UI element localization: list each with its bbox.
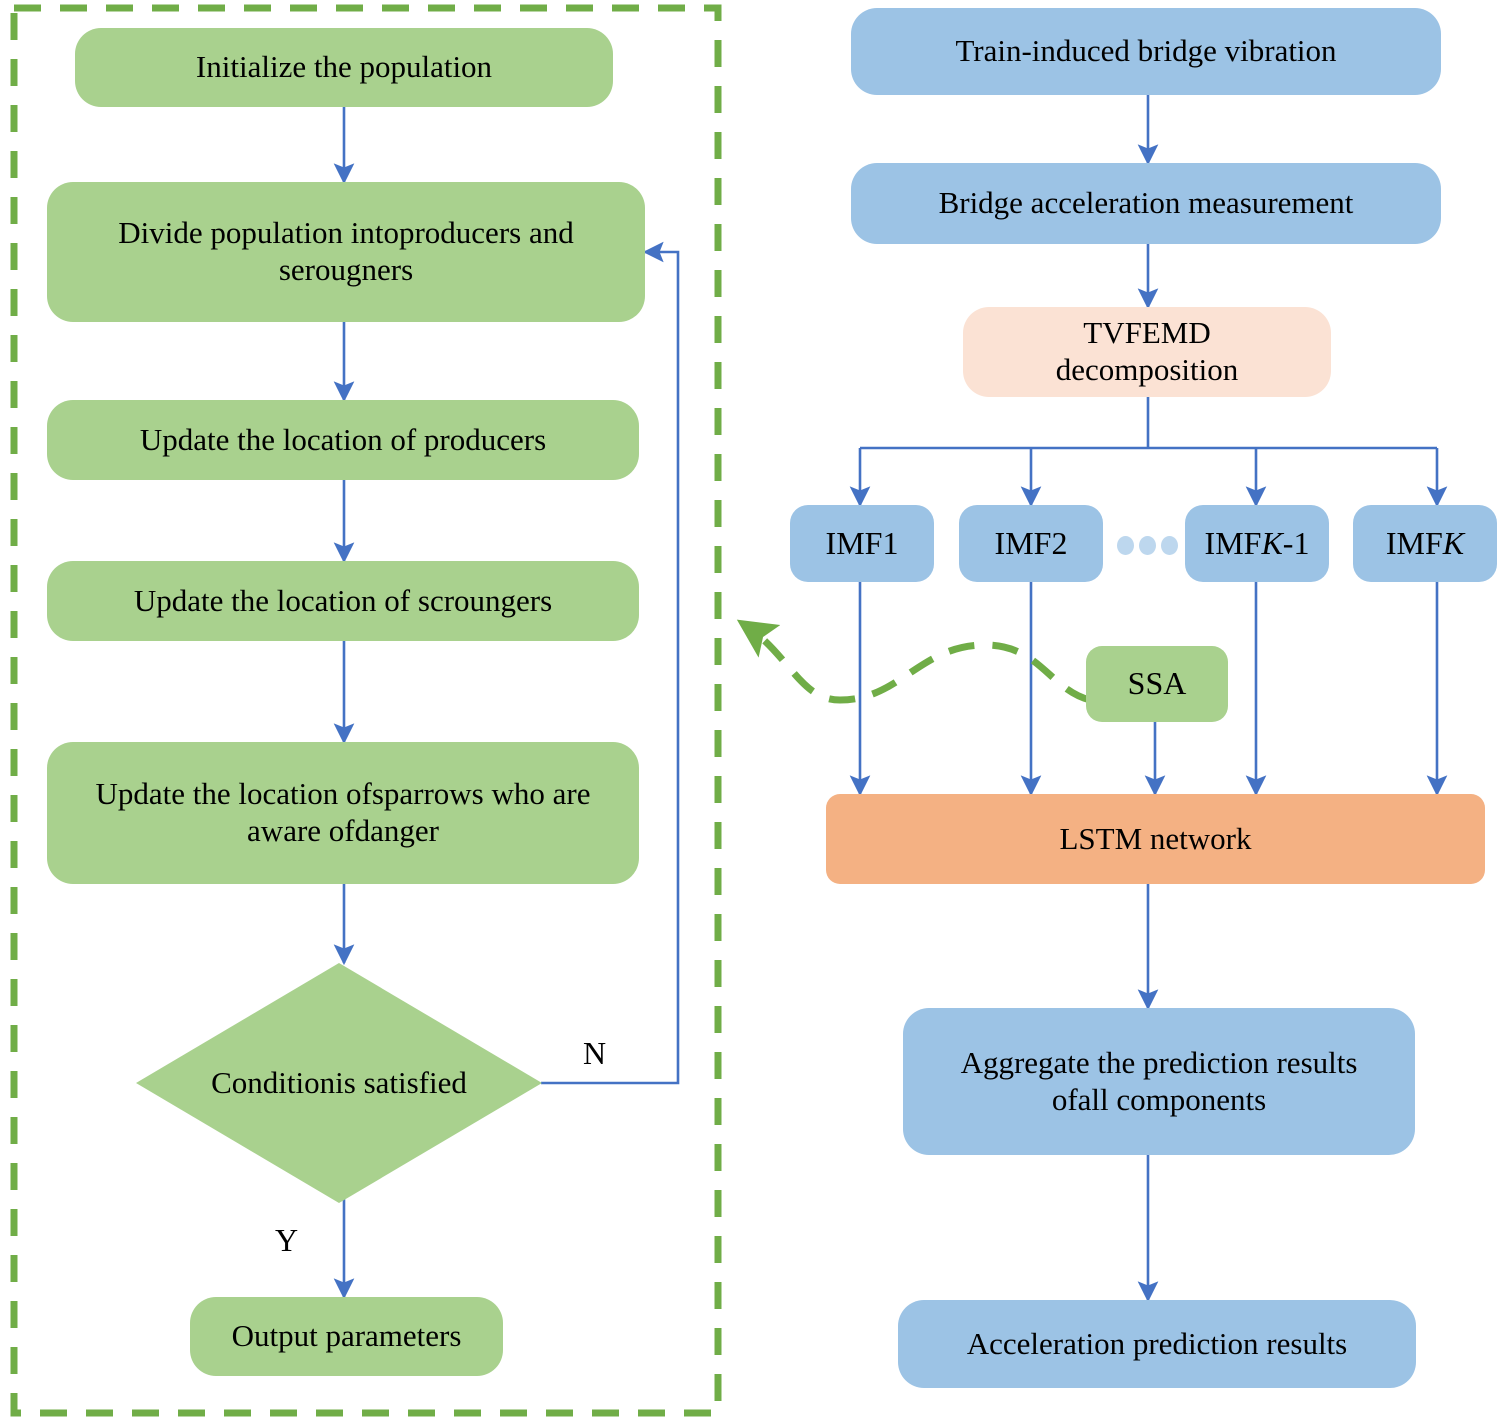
ellipsis-dot	[1117, 536, 1134, 555]
node-label: Update the location ofsparrows who are a…	[95, 776, 591, 848]
edge-label-yes: Y	[275, 1222, 299, 1258]
node-tvfemd-decomposition[interactable]: TVFEMD decomposition	[963, 307, 1331, 397]
node-label-prefix: IMF	[1385, 524, 1443, 561]
node-label-prefix: IMF	[994, 524, 1052, 561]
node-lstm-network[interactable]: LSTM network	[826, 794, 1485, 884]
node-label: Train-induced bridge vibration	[955, 33, 1337, 69]
node-label-sub: 1	[882, 524, 899, 561]
node-update-producers[interactable]: Update the location of producers	[47, 400, 639, 480]
node-label-prefix: IMF	[1204, 524, 1262, 561]
node-label: Aggregate the prediction results ofall c…	[960, 1044, 1358, 1117]
node-label: Divide population intoproducers and sero…	[118, 215, 574, 287]
node-label: Initialize the population	[195, 49, 493, 85]
node-label-sub: -1	[1282, 524, 1310, 561]
node-label: LSTM network	[1059, 820, 1252, 856]
node-acceleration-prediction-results[interactable]: Acceleration prediction results	[898, 1300, 1416, 1388]
imf-ellipsis	[1117, 536, 1179, 556]
node-label-italic: K	[1261, 524, 1283, 561]
node-label-prefix: IMF	[825, 524, 883, 561]
node-update-scroungers[interactable]: Update the location of scroungers	[47, 561, 639, 641]
node-label-italic: K	[1442, 524, 1465, 561]
node-divide-population[interactable]: Divide population intoproducers and sero…	[47, 182, 645, 322]
node-label: Update the location of producers	[139, 421, 547, 457]
node-condition-satisfied[interactable]: Conditionis satisfied	[136, 963, 542, 1203]
node-aggregate-prediction-results[interactable]: Aggregate the prediction results ofall c…	[903, 1008, 1415, 1155]
node-label: SSA	[1127, 665, 1187, 702]
node-label: TVFEMD decomposition	[1055, 315, 1239, 387]
node-update-danger-aware-sparrows[interactable]: Update the location ofsparrows who are a…	[47, 742, 639, 884]
node-bridge-acceleration-measurement[interactable]: Bridge acceleration measurement	[851, 163, 1441, 244]
node-train-induced-bridge-vibration[interactable]: Train-induced bridge vibration	[851, 8, 1441, 95]
ellipsis-dot	[1161, 536, 1178, 555]
ellipsis-dot	[1139, 536, 1156, 555]
node-label: Output parameters	[231, 1318, 462, 1354]
node-label: Conditionis satisfied	[211, 1065, 467, 1100]
node-label: Update the location of scroungers	[133, 582, 553, 618]
node-label-sub: 2	[1051, 524, 1068, 561]
edge-label-no: N	[583, 1035, 607, 1071]
node-label: Acceleration prediction results	[966, 1325, 1348, 1361]
node-label: Bridge acceleration measurement	[938, 185, 1354, 221]
node-ssa[interactable]: SSA	[1086, 646, 1228, 722]
node-output-parameters[interactable]: Output parameters	[190, 1297, 503, 1376]
node-initialize-population[interactable]: Initialize the population	[75, 28, 613, 107]
